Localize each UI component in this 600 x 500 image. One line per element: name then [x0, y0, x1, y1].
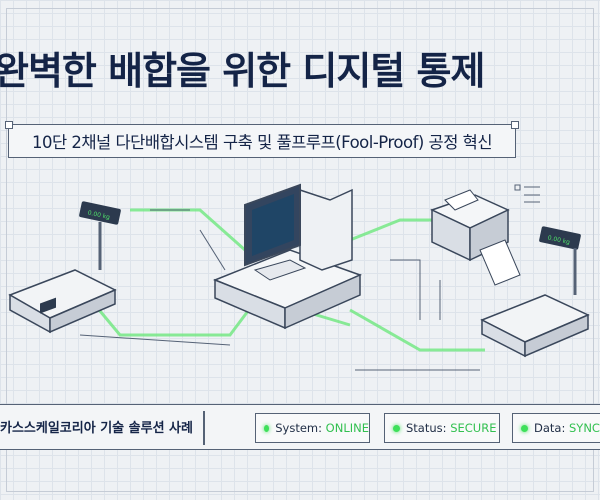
page-title: 완벽한 배합을 위한 디지털 통제 [0, 49, 485, 93]
scale-right-illustration: 0.00 kg [480, 226, 590, 358]
connector-lines [79, 209, 480, 371]
divider [203, 411, 205, 445]
status-chip-system: System: ONLINE [255, 413, 370, 443]
scale-left-illustration: 0.00 kg [8, 201, 121, 334]
status-dot-icon [264, 424, 270, 432]
status-dot-icon [393, 424, 400, 432]
status-dot-icon [521, 424, 528, 432]
chip-value: SECURE [450, 421, 497, 435]
computer-station-illustration [212, 183, 363, 330]
chip-label: System: [275, 421, 323, 435]
scale-right-display: 0.00 kg [547, 235, 571, 247]
company-caption: 카스스케일코리아 기술 솔루션 사례 [0, 421, 193, 436]
subtitle-text: 10단 2채널 다단배합시스템 구축 및 풀프루프(Fool-Proof) 공정… [31, 133, 493, 152]
chip-value: SYNC [569, 421, 600, 435]
chip-label: Data: [534, 421, 566, 435]
subtitle-box: 10단 2채널 다단배합시스템 구축 및 풀프루프(Fool-Proof) 공정… [5, 121, 519, 158]
scale-left-display: 0.00 kg [87, 210, 111, 222]
status-chip-status: Status: SECURE [384, 413, 500, 443]
frame-border [6, 8, 594, 492]
printer-illustration [430, 184, 540, 286]
chip-value: ONLINE [325, 421, 369, 435]
chip-label: Status: [406, 421, 447, 435]
system-diagram: 0.00 kg 0.00 kg [8, 183, 590, 371]
receipt-icon [514, 184, 540, 203]
status-chip-data: Data: SYNC [512, 413, 600, 443]
status-bar: 카스스케일코리아 기술 솔루션 사례 System: ONLINE Status… [0, 404, 600, 450]
